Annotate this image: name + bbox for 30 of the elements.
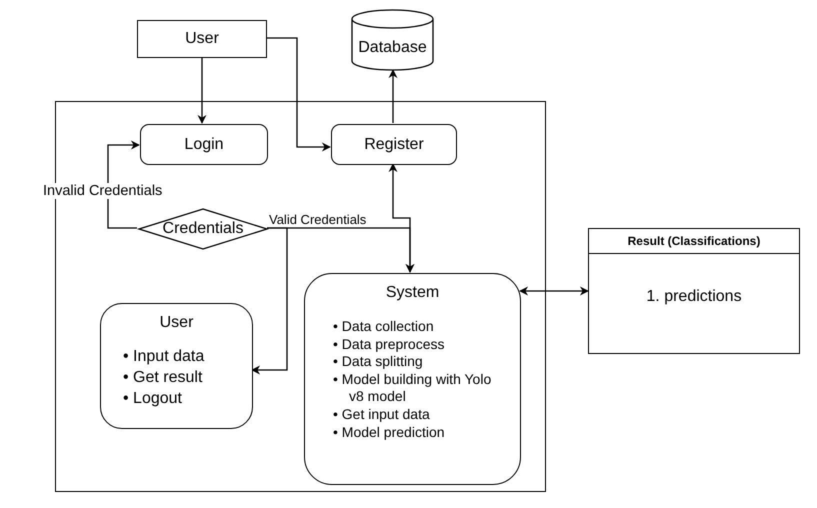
list-item: • Get input data <box>333 406 431 424</box>
arrow <box>388 163 414 273</box>
body-text: 1. predictions <box>645 288 743 306</box>
list-item: • Data preprocess <box>333 336 446 354</box>
edge-label: Valid Credentials <box>269 212 366 228</box>
database-cylinder: Database <box>351 10 434 70</box>
arrow <box>198 58 206 124</box>
list-item: • Model building with Yolo v8 model <box>333 370 492 406</box>
box-title: User <box>158 314 194 332</box>
decision-diamond: Credentials <box>138 208 268 250</box>
list-item: • Data splitting <box>333 353 424 371</box>
arrow <box>251 227 288 374</box>
arrow <box>519 286 589 296</box>
process-box: Register <box>331 124 457 165</box>
arrow <box>388 69 398 123</box>
list-item: • Get result <box>123 368 204 388</box>
box-title: System <box>384 284 440 302</box>
result-panel <box>588 228 800 354</box>
list-item: • Input data <box>123 347 206 367</box>
list-item: • Model prediction <box>333 424 446 442</box>
arrow <box>267 37 331 152</box>
arrow <box>107 140 140 229</box>
entity-box: User <box>137 20 267 58</box>
list-item: • Logout <box>123 389 183 409</box>
panel-header: Result (Classifications) <box>589 229 799 254</box>
list-item: • Data collection <box>333 318 435 336</box>
rounded-box <box>304 273 521 485</box>
rounded-box <box>100 303 253 429</box>
edge-label: Invalid Credentials <box>43 183 162 199</box>
process-box: Login <box>140 124 268 165</box>
